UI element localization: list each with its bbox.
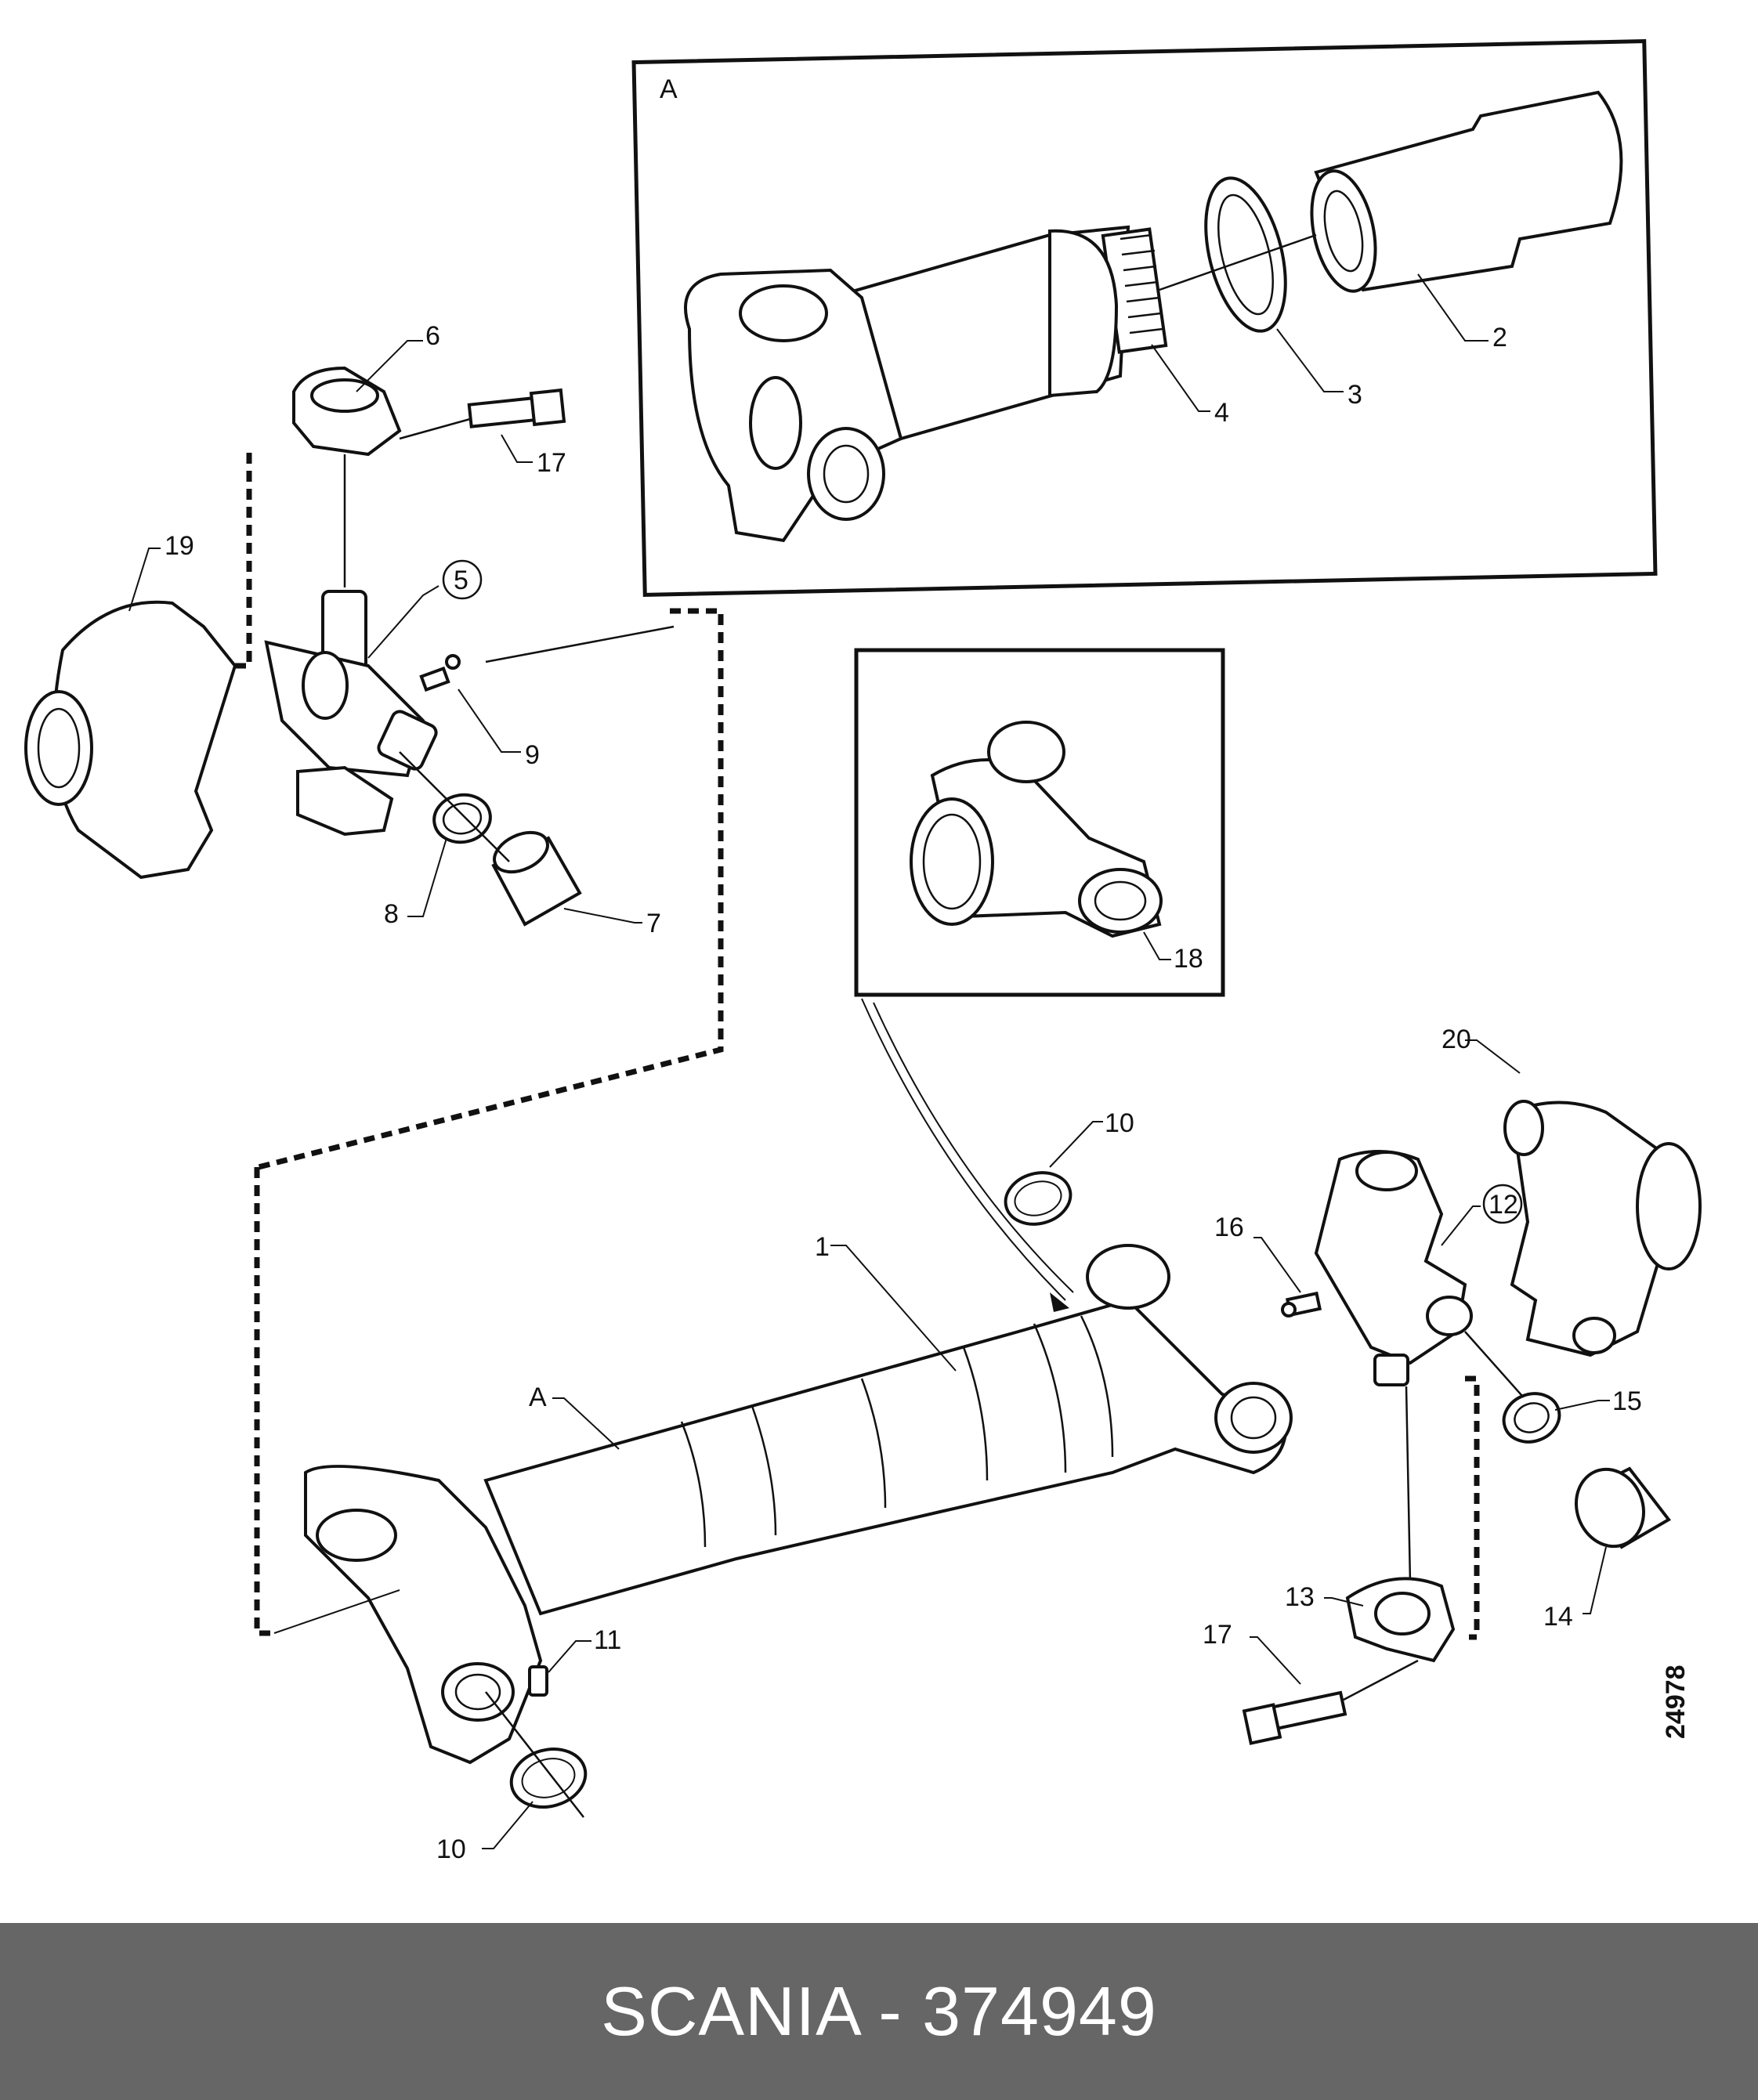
inset-yoke	[684, 268, 903, 543]
propeller-shaft-part-1: A 1	[254, 1167, 1293, 1765]
flange-yoke-part-19	[24, 600, 237, 880]
label-8: 8	[384, 899, 399, 929]
label-4: 4	[1214, 398, 1229, 428]
bearing-cup-part-14: 14	[1543, 1466, 1671, 1632]
inset-a-label: A	[660, 74, 678, 104]
shaft-label-a: A	[529, 1383, 547, 1412]
label-5: 5	[454, 566, 468, 595]
flange-yoke-part-20: 20	[1441, 1025, 1702, 1357]
bearing-cap-part-13: 13	[1285, 1577, 1456, 1663]
spider-cross-part-5	[264, 454, 438, 837]
label-16: 16	[1214, 1213, 1244, 1242]
label-2: 2	[1492, 323, 1507, 352]
universal-joint-group-upper: 6 17 19 5 9 8 7	[24, 321, 724, 1170]
label-20: 20	[1441, 1025, 1471, 1054]
bolt-part-17-lower: 17	[1203, 1620, 1419, 1745]
circlip-part-10-lower: 10	[436, 1691, 588, 1864]
inset-18: 18	[854, 648, 1225, 1312]
label-11: 11	[594, 1625, 621, 1655]
label-14: 14	[1543, 1602, 1573, 1632]
label-12-circle	[1482, 1184, 1523, 1224]
universal-joint-group-lower: 20 12 16 15	[1203, 1025, 1702, 1745]
brand-part-number: SCANIA - 374949	[601, 1972, 1157, 2050]
label-7: 7	[646, 909, 661, 938]
bolt-part-17-upper	[399, 388, 566, 440]
label-3: 3	[1347, 380, 1362, 410]
label-17-upper: 17	[537, 448, 566, 478]
label-19: 19	[165, 531, 194, 561]
label-17-lower: 17	[1203, 1620, 1232, 1650]
grease-nipple-part-16: 16	[1214, 1213, 1322, 1317]
label-6: 6	[425, 321, 440, 351]
label-5-circle	[442, 559, 483, 600]
spider-cross-part-12: 12	[1314, 1150, 1528, 1583]
label-1: 1	[815, 1232, 830, 1262]
bearing-cap-part-6	[292, 366, 402, 457]
grease-nipple-part-9	[419, 625, 675, 692]
label-13: 13	[1285, 1582, 1315, 1612]
splined-shaft-part-4	[828, 225, 1168, 441]
grease-nipple-part-11: 11	[528, 1625, 621, 1697]
label-10-lower: 10	[436, 1834, 466, 1864]
leader-3	[1276, 328, 1344, 392]
leader-2	[1417, 273, 1489, 342]
label-9: 9	[525, 740, 540, 770]
bearing-cup-part-7	[491, 830, 582, 927]
label-18: 18	[1174, 944, 1203, 974]
inset-a: A 2 3	[631, 38, 1658, 597]
footer-bar: SCANIA - 374949	[0, 1923, 1758, 2100]
exploded-parts-diagram: A 2 3	[24, 38, 1702, 1864]
leader-4	[1151, 344, 1210, 412]
seal-ring-part-15: 15	[1502, 1386, 1642, 1444]
label-12: 12	[1489, 1190, 1518, 1220]
sleeve-part-2	[1310, 90, 1623, 293]
label-10-upper: 10	[1105, 1108, 1134, 1138]
label-15: 15	[1612, 1386, 1642, 1416]
seal-part-3	[1204, 176, 1287, 333]
figure-code: 24978	[1661, 1664, 1691, 1739]
circlip-part-10-upper: 10	[1004, 1108, 1134, 1226]
slip-yoke-part-18	[910, 721, 1163, 938]
